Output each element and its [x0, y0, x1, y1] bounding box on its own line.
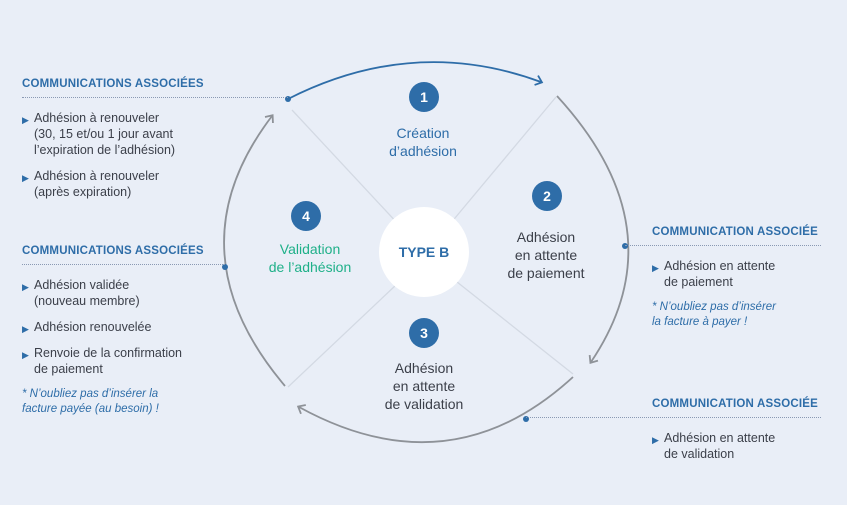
panel-right-bottom-title: COMMUNICATION ASSOCIÉE — [652, 398, 819, 410]
bullet-icon: ▶ — [22, 115, 29, 125]
connector-dot-right — [622, 243, 628, 249]
bullet-icon: ▶ — [22, 173, 29, 183]
step-1-label: Création d’adhésion — [389, 125, 457, 159]
center-type-label: TYPE B — [398, 244, 450, 260]
panel-right-bottom: COMMUNICATION ASSOCIÉE ▶ Adhésion en att… — [526, 398, 821, 472]
arc-step4-to-step1 — [223, 114, 286, 387]
panel-right-top: COMMUNICATION ASSOCIÉE ▶ Adhésion en att… — [625, 226, 821, 330]
step-4-number: 4 — [291, 201, 321, 231]
panel-bottom-left-rule — [22, 264, 225, 265]
step-3-number: 3 — [409, 318, 439, 348]
cross-line-sw — [287, 284, 397, 388]
panel-right-top-note: * N’oubliez pas d’insérer la facture à p… — [652, 301, 777, 328]
panel-bottom-left-note: * N’oubliez pas d’insérer la facture pay… — [22, 388, 159, 415]
list-item: ▶ Adhésion en attente de validation — [652, 431, 776, 461]
bullet-icon: ▶ — [652, 263, 659, 273]
step-1-number: 1 — [409, 82, 439, 112]
bullet-icon: ▶ — [22, 350, 29, 360]
bullet-icon: ▶ — [22, 324, 29, 334]
panel-top-left: COMMUNICATIONS ASSOCIÉES ▶ Adhésion à re… — [22, 78, 288, 210]
list-item: ▶ Adhésion en attente de paiement — [652, 259, 776, 289]
list-item: ▶ Adhésion validée (nouveau membre) — [22, 278, 140, 308]
panel-right-bottom-rule — [526, 417, 821, 418]
panel-right-top-rule — [625, 245, 821, 246]
arc-step3-to-step4 — [296, 376, 574, 443]
bullet-icon: ▶ — [22, 282, 29, 292]
list-item: ▶ Adhésion renouvelée — [22, 319, 225, 335]
panel-top-left-rule — [22, 97, 288, 98]
cross-line-nw — [291, 109, 401, 227]
cross-line-ne — [449, 96, 557, 225]
panel-bottom-left-title: COMMUNICATIONS ASSOCIÉES — [22, 245, 204, 257]
arc-step2-to-step3 — [556, 95, 630, 364]
step-2-label: Adhésion en attente de paiement — [507, 229, 585, 281]
panel-top-left-title: COMMUNICATIONS ASSOCIÉES — [22, 78, 204, 90]
cross-line-se — [451, 277, 574, 375]
panel-bottom-left: COMMUNICATIONS ASSOCIÉES ▶ Adhésion vali… — [22, 245, 225, 417]
panel-right-top-title: COMMUNICATION ASSOCIÉE — [652, 226, 819, 238]
list-item: ▶ Adhésion à renouveler (30, 15 et/ou 1 … — [22, 111, 176, 157]
list-item: ▶ Renvoie de la confirmation de paiement — [22, 346, 182, 376]
list-item: ▶ Adhésion à renouveler (après expiratio… — [22, 169, 160, 199]
step-4-label: Validation de l’adhésion — [268, 241, 352, 275]
center-type-badge: TYPE B — [379, 207, 469, 297]
step-3-label: Adhésion en attente de validation — [384, 360, 464, 412]
arc-step1-to-step2 — [287, 61, 544, 100]
connector-dot-left — [222, 264, 228, 270]
step-2-number: 2 — [532, 181, 562, 211]
bullet-icon: ▶ — [652, 435, 659, 445]
